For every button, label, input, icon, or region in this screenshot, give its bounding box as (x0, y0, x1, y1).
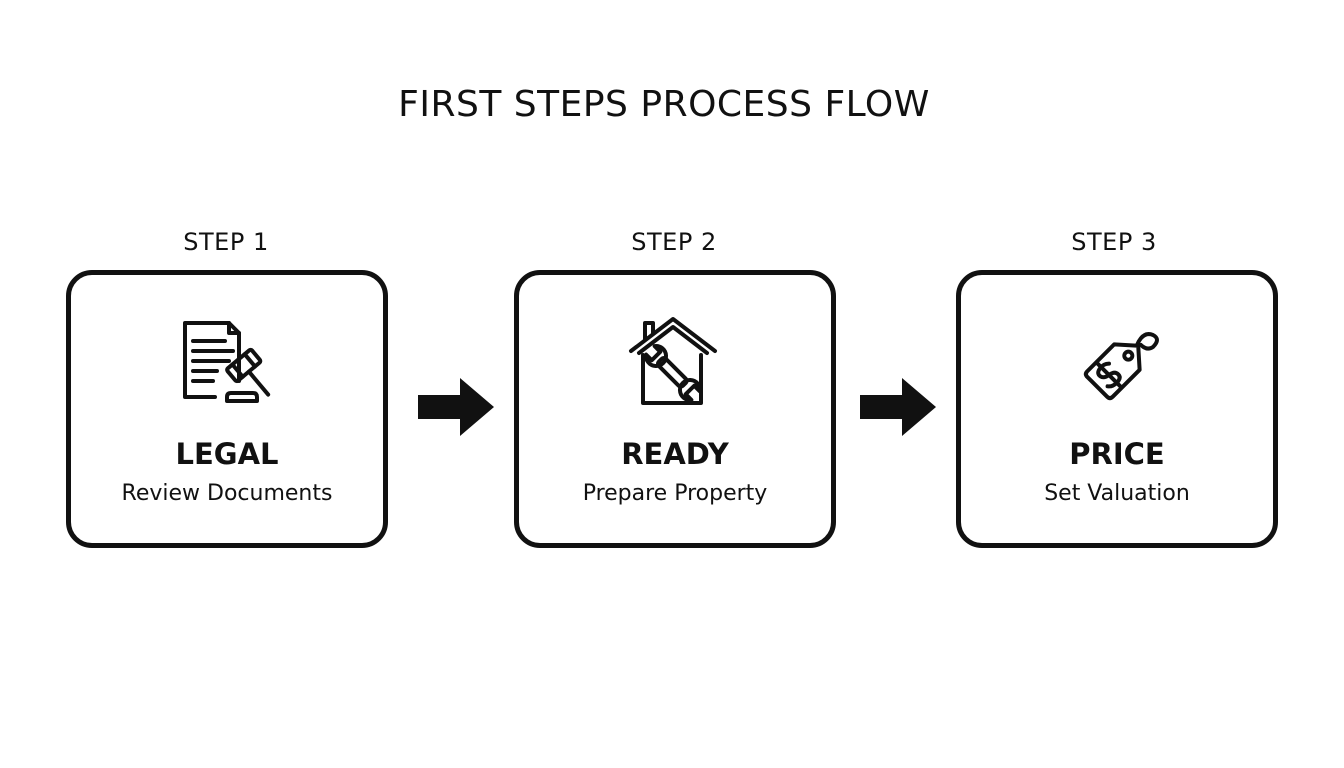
document-gavel-icon (167, 311, 287, 411)
price-tag-icon (1057, 311, 1177, 411)
step-2-description: Prepare Property (582, 481, 768, 506)
step-1-name: LEGAL (175, 437, 279, 471)
step-3-description: Set Valuation (1044, 481, 1190, 506)
step-3-name: PRICE (1069, 437, 1165, 471)
step-2-card: READY Prepare Property (514, 270, 836, 548)
step-1-label: STEP 1 (183, 228, 269, 256)
step-2-name: READY (621, 437, 729, 471)
step-1-card: LEGAL Review Documents (66, 270, 388, 548)
step-3-card: PRICE Set Valuation (956, 270, 1278, 548)
step-1-description: Review Documents (121, 481, 333, 506)
house-wrench-icon (615, 311, 735, 411)
page-title: FIRST STEPS PROCESS FLOW (398, 84, 930, 125)
step-3-label: STEP 3 (1071, 228, 1157, 256)
arrow-right-icon (858, 376, 938, 438)
arrow-right-icon (416, 376, 496, 438)
step-2-label: STEP 2 (631, 228, 717, 256)
